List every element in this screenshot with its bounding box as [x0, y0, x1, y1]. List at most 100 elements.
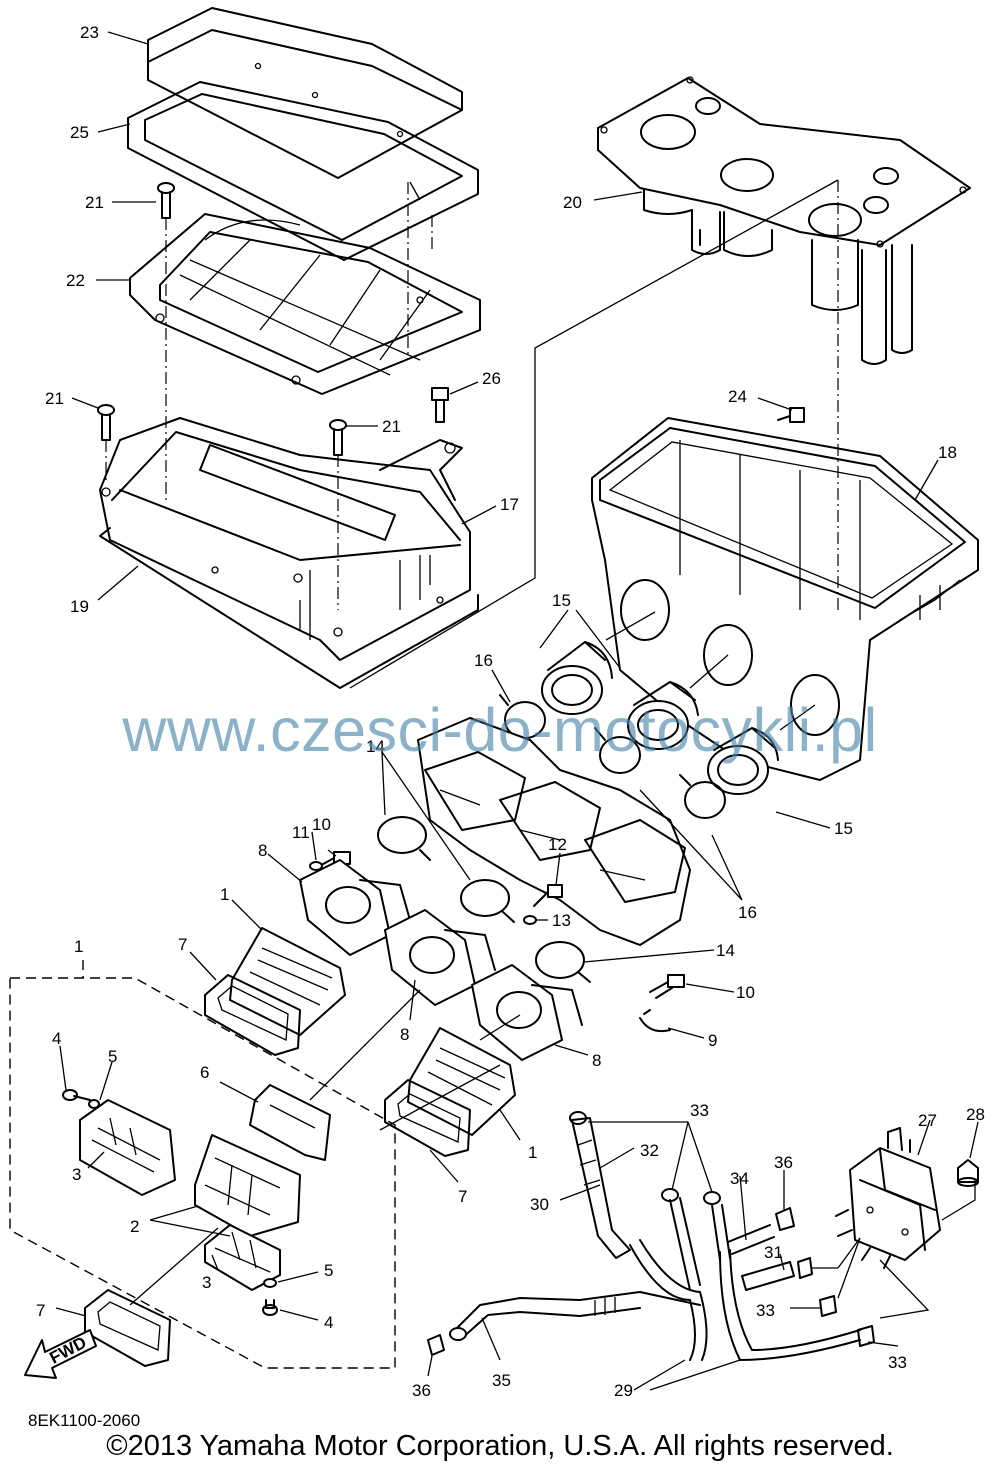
- callout-15: 15: [834, 819, 853, 838]
- filter-cover-part: [147, 7, 463, 179]
- leader-lines: [55, 31, 979, 1391]
- clip-36-right: [775, 1207, 795, 1231]
- callout-labels: 23 25 21 22 21 21 26 17 19 20 24 18 15 1…: [36, 23, 985, 1400]
- callout-13: 13: [552, 911, 571, 930]
- callout-21: 21: [382, 417, 401, 436]
- callout-8: 8: [400, 1025, 409, 1044]
- hose-clamp-14b: [460, 879, 515, 923]
- callout-5: 5: [324, 1261, 333, 1280]
- callout-35: 35: [492, 1371, 511, 1390]
- callout-21: 21: [85, 193, 104, 212]
- callout-33: 33: [756, 1301, 775, 1320]
- hose-clamp-16b: [594, 727, 641, 774]
- screw-4-upper: [62, 1089, 91, 1101]
- callout-34: 34: [730, 1169, 749, 1188]
- callout-16: 16: [738, 903, 757, 922]
- callout-4: 4: [324, 1313, 333, 1332]
- fuel-hose-35: [449, 1291, 701, 1341]
- air-box-gasket-part: [99, 527, 479, 689]
- callout-1: 1: [528, 1143, 537, 1162]
- reed-petal-3-upper: [79, 1099, 176, 1196]
- callout-36: 36: [412, 1381, 431, 1400]
- callout-20: 20: [563, 193, 582, 212]
- fwd-direction-arrow: FWD: [24, 1329, 97, 1379]
- callout-3: 3: [72, 1165, 81, 1184]
- callout-36: 36: [774, 1153, 793, 1172]
- gasket-7-lower: [384, 1079, 471, 1157]
- hose-clamp-16c: [679, 774, 726, 819]
- clip-33-r2: [819, 1295, 837, 1317]
- hose-31: [741, 1261, 795, 1291]
- callout-17: 17: [500, 495, 519, 514]
- carb-joint-15b: [627, 681, 699, 750]
- callout-5: 5: [108, 1047, 117, 1066]
- copyright-notice: ©2013 Yamaha Motor Corporation, U.S.A. A…: [106, 1430, 894, 1462]
- callout-28: 28: [966, 1105, 985, 1124]
- hose-clamp-33-top: [569, 1111, 587, 1125]
- reed-valve-1-lower: [407, 1027, 516, 1136]
- callout-32: 32: [640, 1141, 659, 1160]
- fuel-pump-27: [835, 1127, 941, 1269]
- bolt-24: [777, 407, 805, 423]
- callout-29: 29: [614, 1381, 633, 1400]
- air-box-case-part: [99, 417, 471, 661]
- callout-25: 25: [70, 123, 89, 142]
- callout-10: 10: [312, 815, 331, 834]
- hose-29: [629, 1197, 861, 1361]
- screw-21-left: [97, 404, 115, 441]
- hose-clamp-14c: [535, 941, 591, 983]
- callout-22: 22: [66, 271, 85, 290]
- watermark-url: www.czesci-do-motocykli.pl: [122, 696, 878, 764]
- callout-8: 8: [592, 1051, 601, 1070]
- screw-4-lower: [262, 1299, 278, 1316]
- callout-4: 4: [52, 1029, 61, 1048]
- bolt-10-lower: [649, 974, 685, 999]
- callout-26: 26: [482, 369, 501, 388]
- callout-11: 11: [292, 823, 310, 842]
- washer-11: [309, 861, 323, 871]
- carb-joint-15a: [541, 641, 613, 715]
- fwd-label: FWD: [46, 1333, 89, 1368]
- carb-joint-15c: [707, 727, 779, 795]
- callout-7: 7: [458, 1187, 467, 1206]
- callout-10: 10: [736, 983, 755, 1002]
- callout-15: 15: [552, 591, 571, 610]
- hose-34: [727, 1224, 775, 1255]
- callout-33: 33: [690, 1101, 709, 1120]
- callout-19: 19: [70, 597, 89, 616]
- washer-5-lower: [263, 1278, 277, 1288]
- gasket-7-inset: [84, 1289, 171, 1367]
- callout-23: 23: [80, 23, 99, 42]
- callout-2: 2: [130, 1217, 139, 1236]
- assembly-lines: [105, 179, 839, 1306]
- callout-18: 18: [938, 443, 957, 462]
- hose-clamp-33-b: [703, 1191, 721, 1205]
- gasket-7-upper: [204, 974, 301, 1056]
- clip-33-r1: [797, 1257, 813, 1279]
- diagram-reference-code: 8EK1100-2060: [28, 1411, 141, 1430]
- bolt-12: [533, 884, 563, 907]
- reed-block-2: [194, 1134, 301, 1237]
- clip-33-r3: [857, 1325, 875, 1347]
- carburetor-assembly: [417, 717, 691, 946]
- callout-3: 3: [202, 1273, 211, 1292]
- cap-28: [957, 1159, 979, 1187]
- hose-30: [571, 1117, 631, 1259]
- callout-7: 7: [36, 1301, 45, 1320]
- screw-21-mid: [329, 419, 347, 456]
- intake-cover-plate: [597, 76, 971, 365]
- callout-14: 14: [366, 737, 385, 756]
- callout-31: 31: [764, 1243, 783, 1262]
- callout-27: 27: [918, 1111, 937, 1130]
- filter-element-frame: [129, 213, 481, 395]
- hose-clamp-14a: [377, 816, 431, 861]
- callout-8: 8: [258, 841, 267, 860]
- washer-13: [523, 915, 537, 925]
- intake-manifold-8b: [384, 909, 496, 1006]
- callout-30: 30: [530, 1195, 549, 1214]
- callout-33: 33: [888, 1353, 907, 1372]
- air-box-lower-part: [591, 417, 979, 781]
- screw-21-top: [157, 182, 175, 219]
